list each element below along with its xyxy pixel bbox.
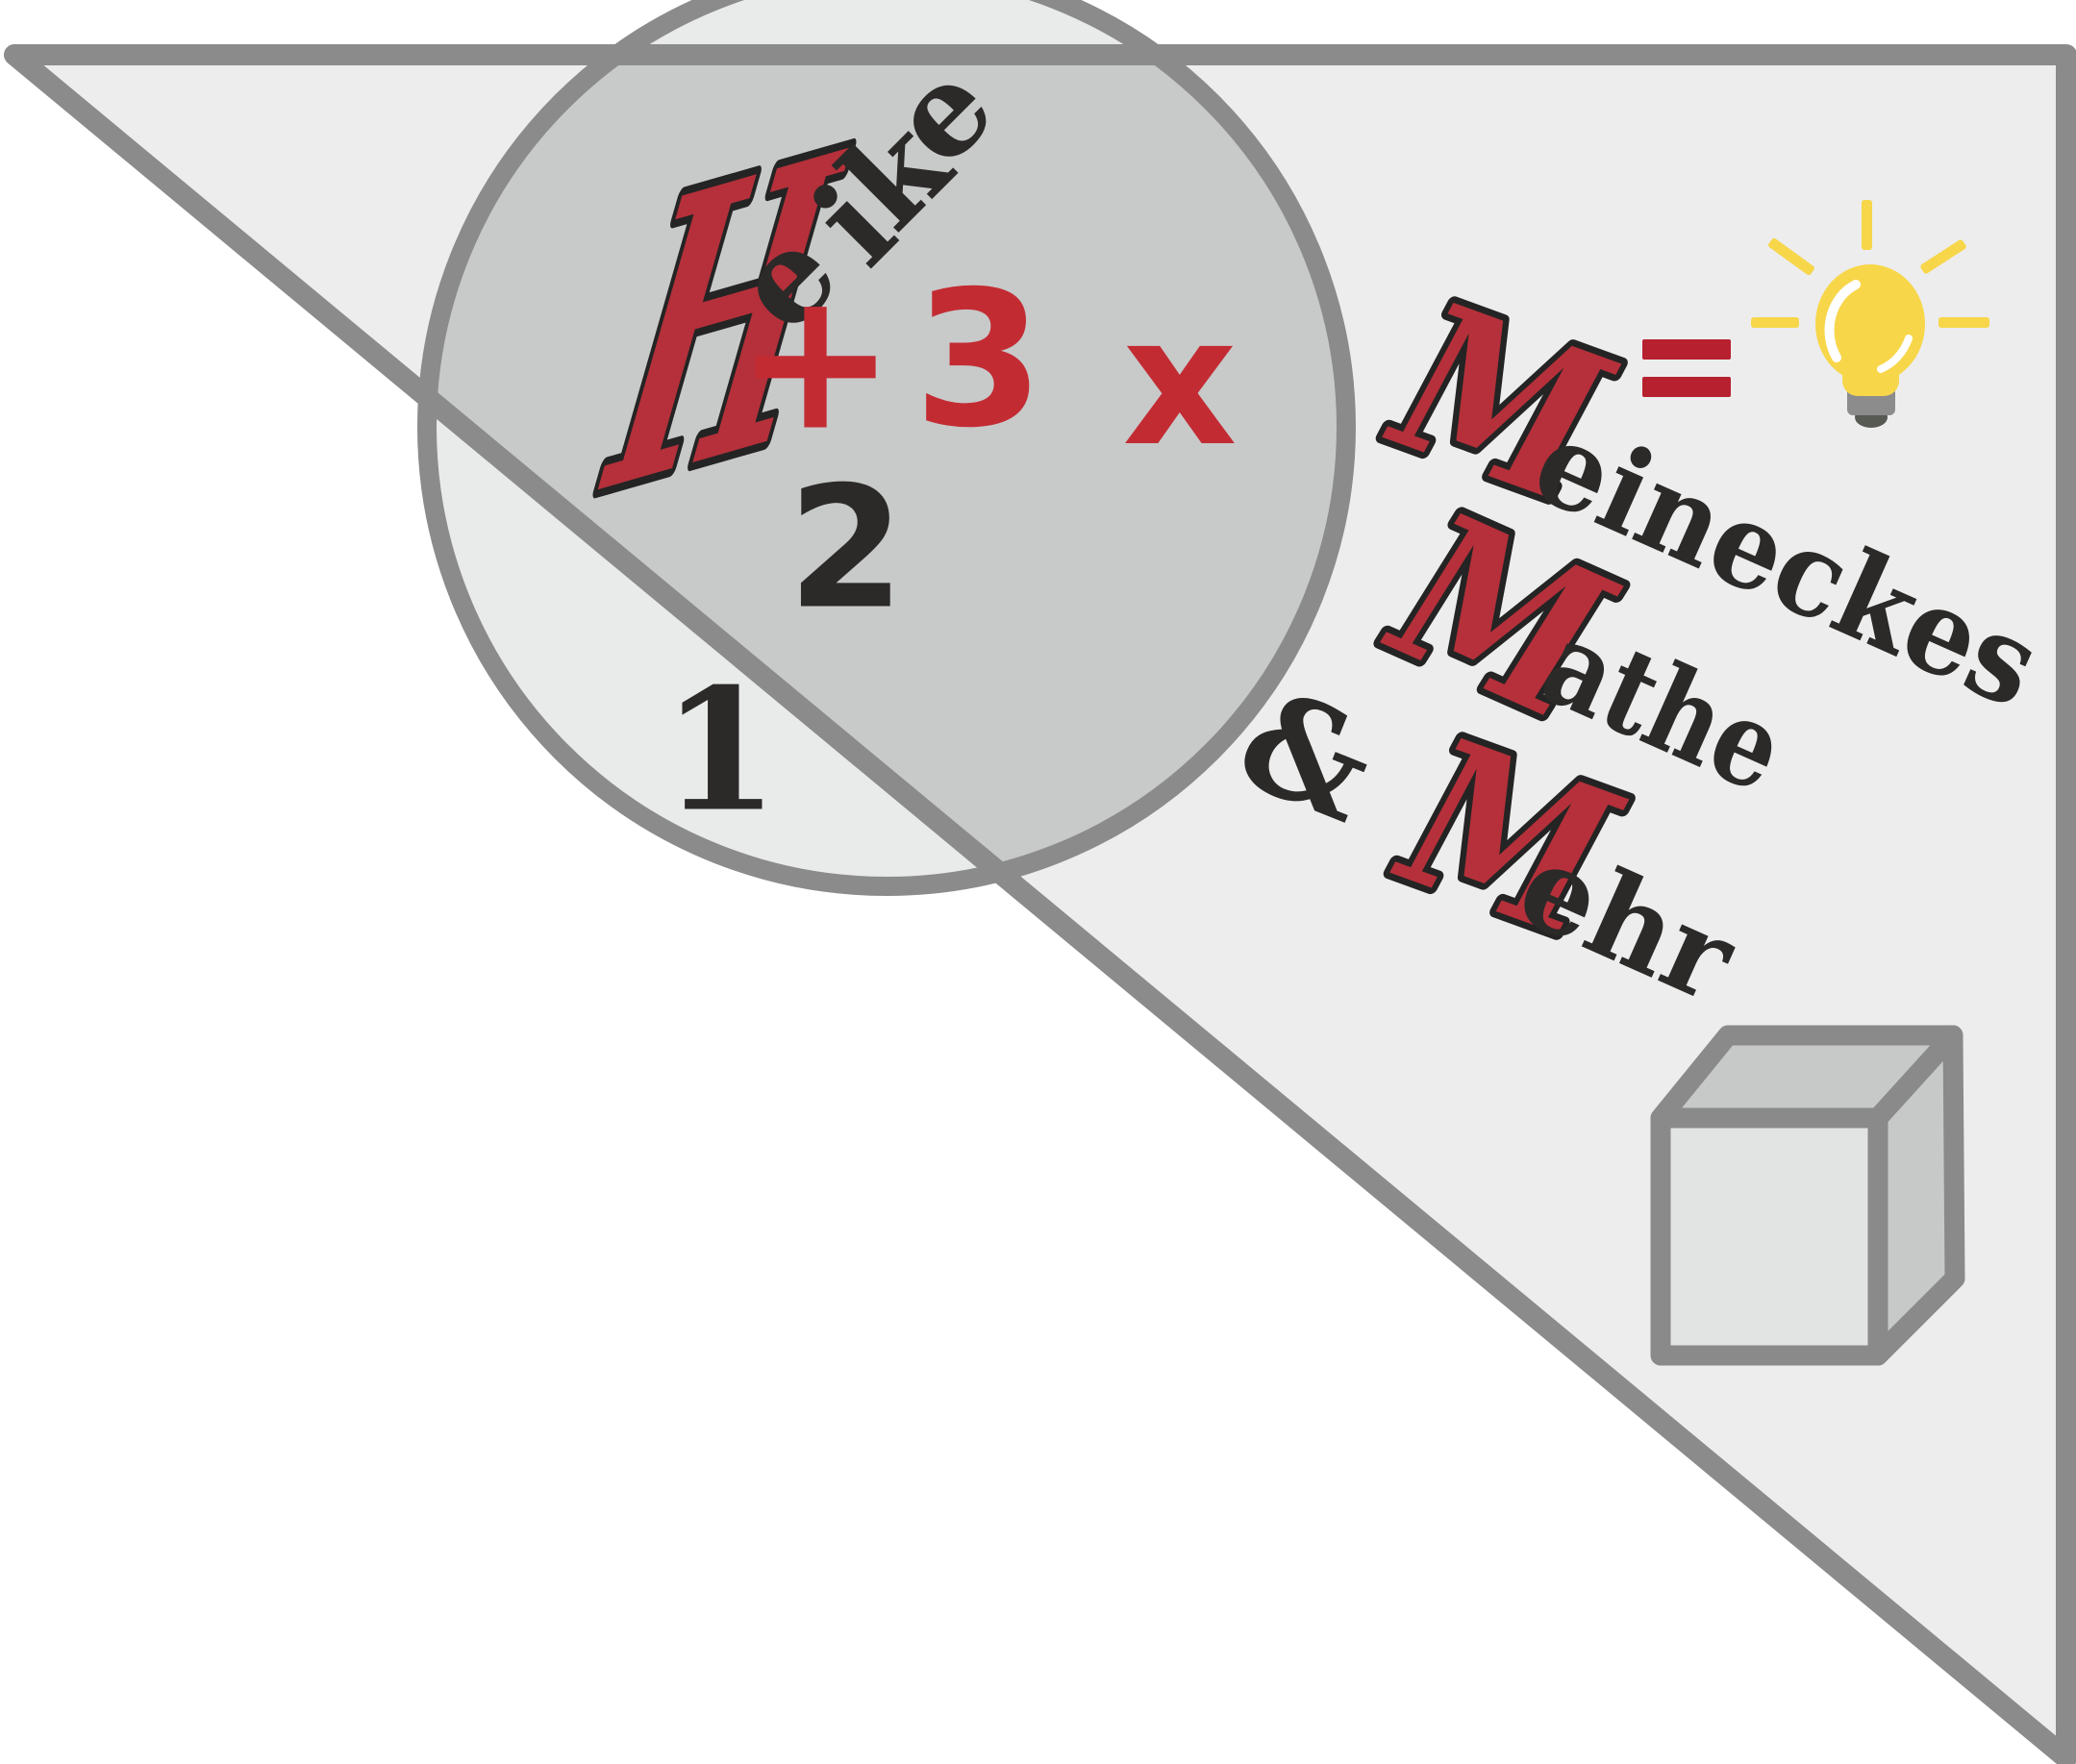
bulb-ray-right xyxy=(1938,317,1989,328)
circle-outline xyxy=(417,0,1356,896)
equation-two: 2 xyxy=(788,452,905,647)
equation-plus: + xyxy=(735,250,896,474)
bulb-highlight-right xyxy=(1877,335,1913,373)
equals-top-bar xyxy=(1642,339,1731,360)
cube-icon xyxy=(1650,1025,1965,1366)
equals-bottom-bar xyxy=(1642,377,1731,397)
bulb-ray-upper-left xyxy=(1768,237,1814,276)
equation-one: 1 xyxy=(662,653,779,850)
equation-times-x: x xyxy=(1122,278,1237,485)
bulb-highlight-left xyxy=(1824,280,1861,362)
cube-front-face xyxy=(1650,1107,1888,1366)
equals-sign xyxy=(1642,339,1731,397)
lightbulb-icon xyxy=(1751,200,1989,428)
triangle-outline xyxy=(4,44,2076,1764)
bulb-ray-top xyxy=(1862,200,1872,250)
equation-three: 3 xyxy=(913,251,1044,469)
bulb-ray-left xyxy=(1751,317,1799,328)
bulb-ray-upper-right xyxy=(1920,239,1966,274)
